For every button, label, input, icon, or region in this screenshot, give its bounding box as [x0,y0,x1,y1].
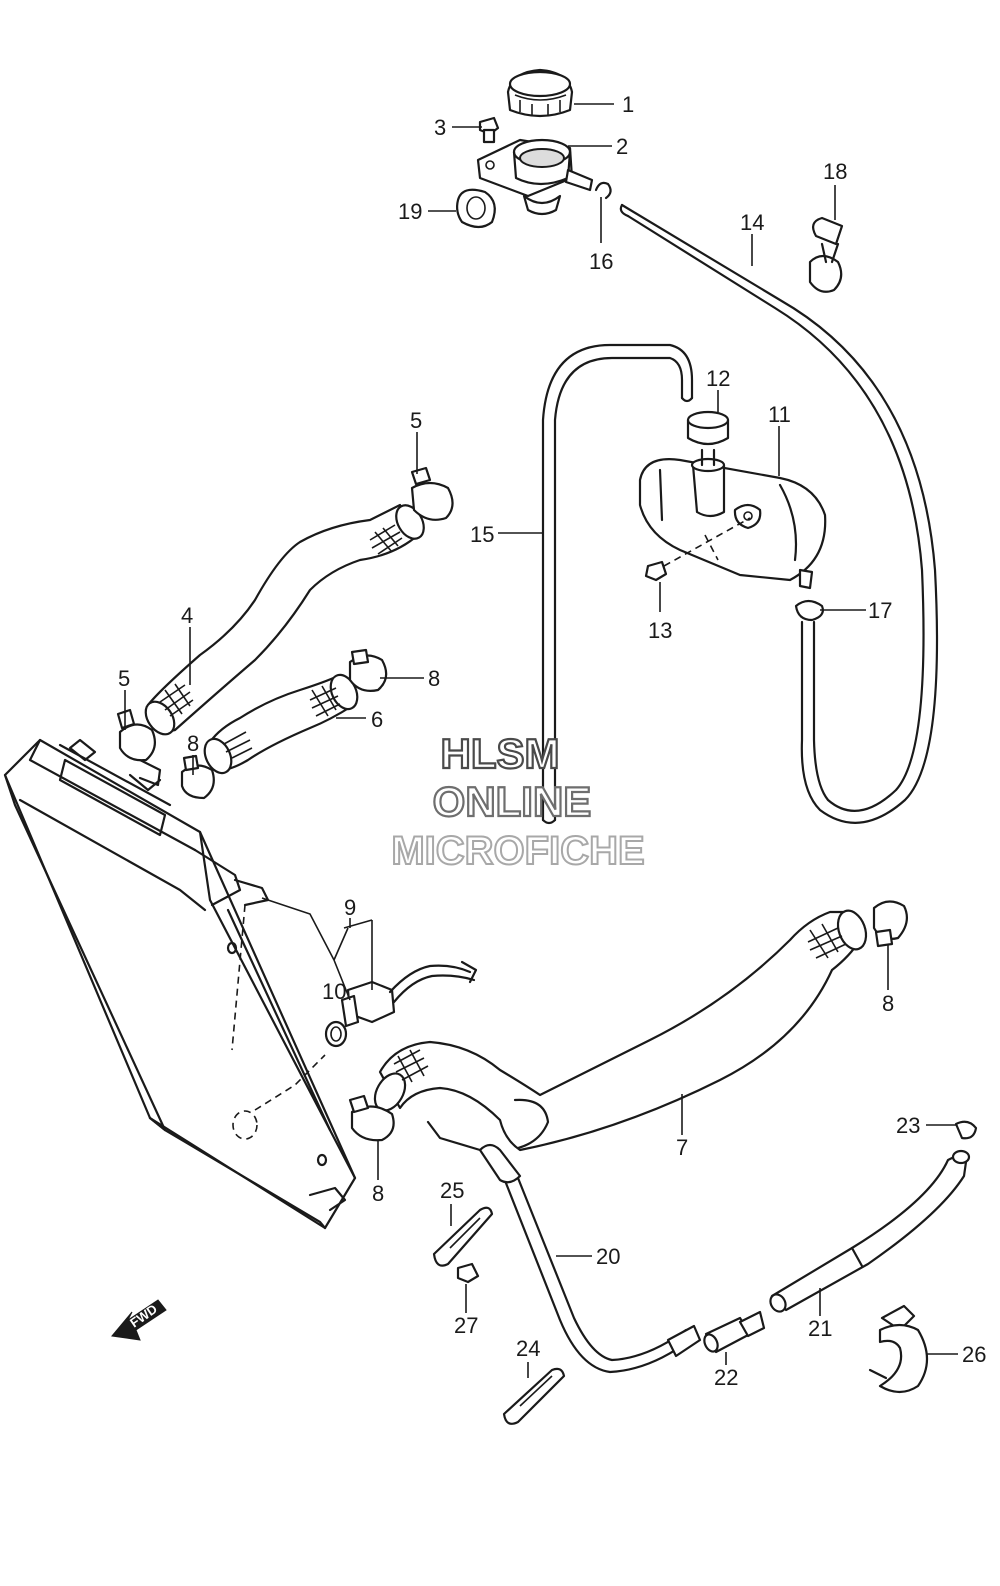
callout-21: 21 [808,1316,832,1341]
hose-clamp-8-right [872,900,909,948]
filler-neck [476,138,594,216]
radiator-cap [506,68,574,118]
hose-clamp-8-lower [348,1094,395,1142]
callout-8-lower: 8 [372,1181,384,1206]
callout-15: 15 [470,522,494,547]
callout-1: 1 [622,92,634,117]
hose-clamp-17 [794,599,824,622]
callout-3: 3 [434,115,446,140]
forward-arrow-icon: FWD [111,1299,167,1341]
hose-clamp-19 [456,188,496,229]
watermark-line-2: ONLINE [433,778,592,825]
callout-9: 9 [344,895,356,920]
callout-18: 18 [823,159,847,184]
callout-19: 19 [398,199,422,224]
thermo-switch [340,960,478,1028]
reservoir-cap-12 [686,410,730,446]
callout-5-top: 5 [410,408,422,433]
joint-22 [703,1310,766,1354]
callout-5-left: 5 [118,666,130,691]
callout-26: 26 [962,1342,986,1367]
callout-25: 25 [440,1178,464,1203]
callout-4: 4 [181,603,193,628]
screw-13 [644,517,751,582]
hose-clamp-5-top [410,466,454,521]
reservoir-tank [638,448,827,590]
callout-20: 20 [596,1244,620,1269]
breather-hose-15 [541,343,694,825]
pipe-21 [769,1149,971,1313]
hose-clamp-8-upper [348,648,388,692]
drain-hose-20 [426,1120,702,1374]
callout-14: 14 [740,210,764,235]
callout-24: 24 [516,1336,540,1361]
radiator-hose-6 [203,673,359,775]
clip-16 [594,181,612,200]
watermark-line-1: HLSM [441,730,560,777]
callout-10: 10 [322,979,346,1004]
watermark-line-3: MICROFICHE [391,829,644,873]
leader-lines [124,103,958,1378]
callout-22: 22 [714,1365,738,1390]
sensor-leader-group [261,897,373,1001]
callout-27: 27 [454,1313,478,1338]
bolt-27 [456,1262,480,1284]
callout-23: 23 [896,1113,920,1138]
callout-16: 16 [589,249,613,274]
callout-8-left: 8 [187,731,199,756]
overflow-hose-14 [619,203,939,824]
o-ring-10 [324,1020,348,1048]
filler-bolt [478,116,500,144]
callout-13: 13 [648,618,672,643]
radiator-hose-7 [373,909,868,1152]
callout-12: 12 [706,366,730,391]
watermark: HLSM ONLINE MICROFICHE [390,729,645,874]
holder-24 [502,1367,566,1425]
hose-clamp-18 [808,216,844,293]
callout-17: 17 [868,598,892,623]
radiator [3,738,357,1230]
callout-7: 7 [676,1135,688,1160]
hose-clamp-8-left [180,754,215,800]
hose-clamp-5-left [116,708,157,762]
hose-clamp-23 [954,1120,978,1140]
holder-25 [432,1206,494,1267]
callout-6: 6 [371,707,383,732]
callout-11: 11 [768,402,791,427]
hose-clamp-26 [868,1304,929,1394]
callout-8-upper: 8 [428,666,440,691]
callout-8-right: 8 [882,991,894,1016]
callout-2: 2 [616,134,628,159]
callout-labels: 1 2 3 4 5 5 6 7 8 8 8 8 9 10 11 12 13 14… [118,92,986,1390]
